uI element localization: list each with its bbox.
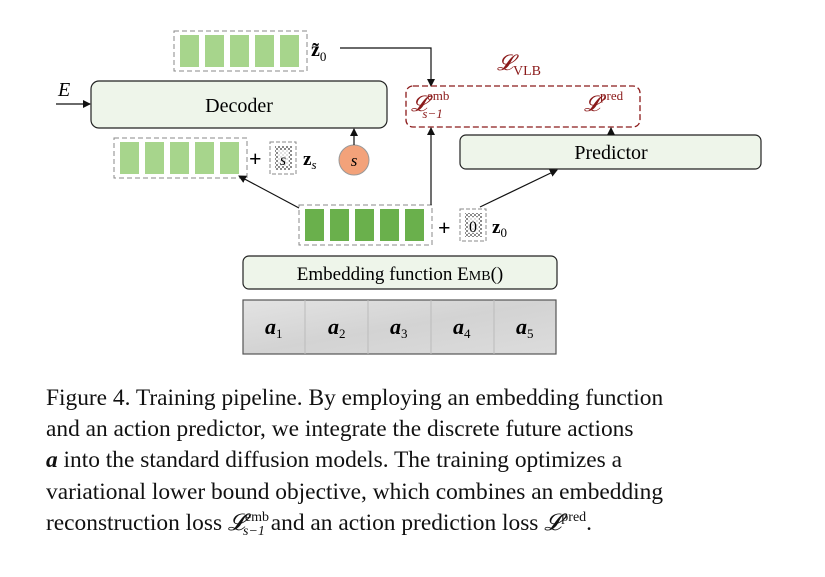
z-tilde-label: z̃0 <box>311 39 326 64</box>
z-0-label: z0 <box>492 217 507 240</box>
action-2: a2 <box>328 314 346 341</box>
predictor-label: Predictor <box>574 142 648 164</box>
loss-box <box>405 85 641 128</box>
action-5: a5 <box>516 314 534 341</box>
input-E-label: E <box>57 79 70 101</box>
decoder-label: Decoder <box>205 95 273 117</box>
loss-vlb-label: 𝓛VLB <box>497 50 541 79</box>
z-s-label: zs <box>303 149 317 172</box>
z-tilde-token-group <box>173 30 308 72</box>
zero-token: 0 <box>459 208 487 242</box>
arrow-z0-to-predictor <box>479 169 558 208</box>
figure-caption: Figure 4. Training pipeline. By employin… <box>46 383 786 539</box>
arrow-ztilde-to-loss <box>340 47 435 87</box>
caption-line-5b: and an action prediction loss <box>264 509 545 536</box>
caption-line-5: reconstruction loss 𝓛embs−1 and an actio… <box>46 508 786 539</box>
embedding-function-label: Embedding function EMB() <box>297 264 503 285</box>
caption-line-3: a into the standard diffusion models. Th… <box>46 445 786 476</box>
plus-sign-0: + <box>438 215 451 240</box>
z-s-token-group <box>113 137 248 179</box>
decoder-box <box>90 80 388 129</box>
z-0-token-group <box>298 204 433 246</box>
caption-line-5c: . <box>586 509 593 536</box>
embedding-function-box <box>242 255 558 290</box>
caption-action-symbol: a <box>46 447 58 474</box>
caption-line-5a: reconstruction loss <box>46 509 228 536</box>
timestep-s-label: s <box>351 151 358 170</box>
action-3: a3 <box>390 314 408 341</box>
action-sequence-strip <box>242 299 557 355</box>
arrow-z0-to-zs <box>238 175 300 209</box>
caption-loss-pred: 𝓛pred <box>544 509 587 536</box>
action-4: a4 <box>453 314 471 341</box>
action-1: a1 <box>265 314 283 341</box>
loss-pred-label: 𝓛pred <box>584 88 624 116</box>
caption-line-2: and an action predictor, we integrate th… <box>46 416 634 443</box>
caption-loss-emb: 𝓛embs−1 <box>227 509 270 540</box>
caption-line-3-text: into the standard diffusion models. The … <box>57 447 623 474</box>
caption-line-4: variational lower bound objective, which… <box>46 478 664 505</box>
plus-sign-s: + <box>249 146 262 171</box>
s-token: s <box>269 141 297 175</box>
svg-text:0: 0 <box>469 219 477 236</box>
caption-line-1: Figure 4. Training pipeline. By employin… <box>46 385 664 411</box>
svg-text:s: s <box>280 152 286 169</box>
